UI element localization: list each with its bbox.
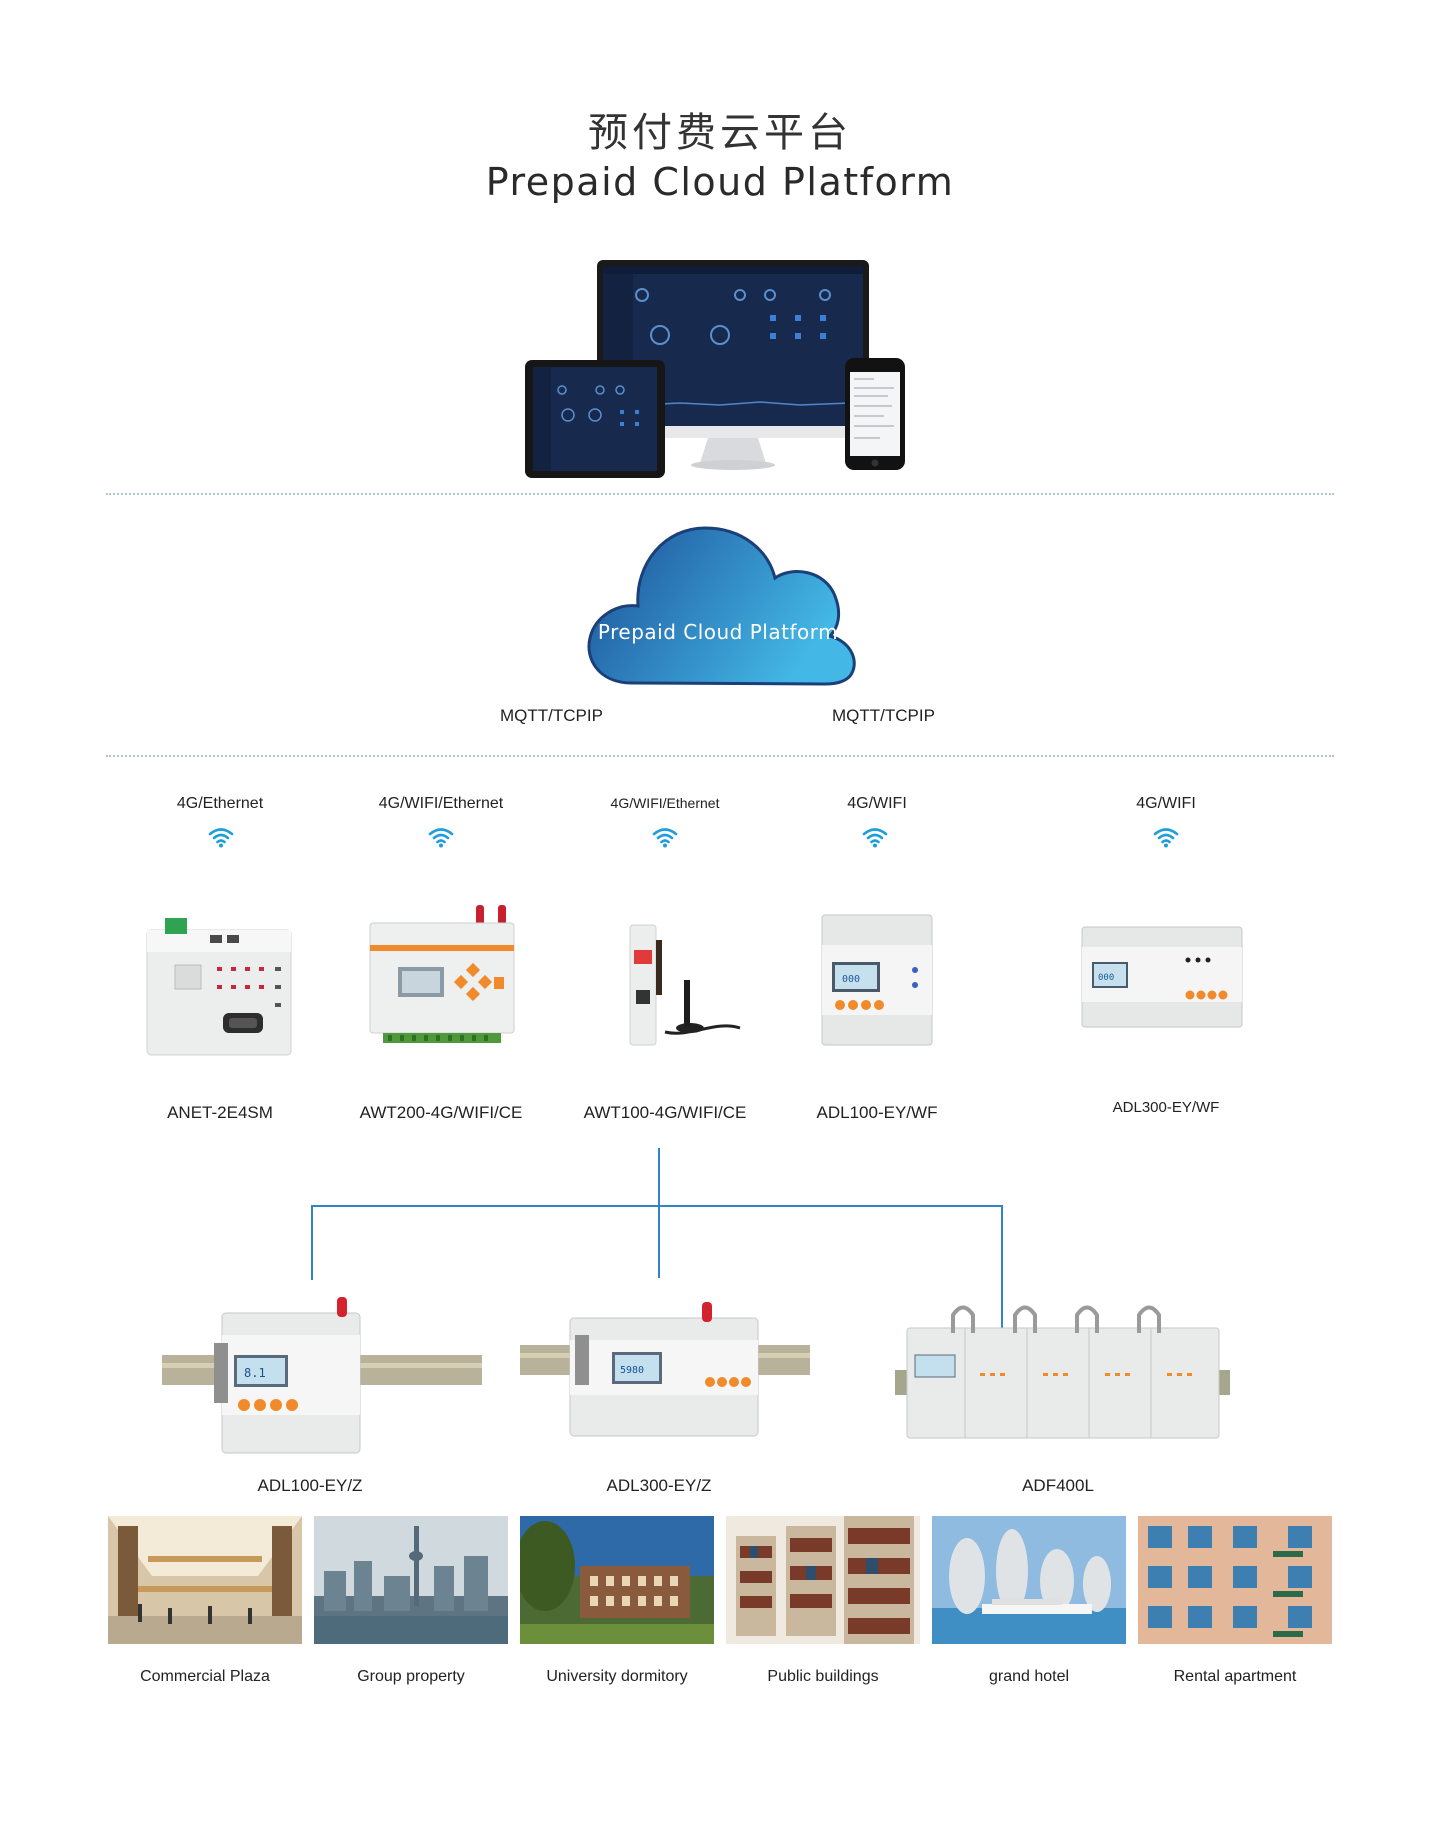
gateway-device-adl300: 000 bbox=[1081, 926, 1243, 1028]
gateway-model-label: ADL100-EY/WF bbox=[816, 1103, 938, 1122]
phone-icon bbox=[845, 358, 905, 470]
wifi-icon bbox=[1153, 828, 1179, 848]
gateway-connectivity: 4G/Ethernet bbox=[176, 795, 264, 812]
page-title-cn: 预付费云平台 bbox=[588, 110, 852, 156]
meter-device-adl300-ey-z: 5980 bbox=[520, 1302, 810, 1437]
protocol-label-right: MQTT/TCPIP bbox=[832, 706, 935, 725]
svg-text:5980: 5980 bbox=[620, 1365, 644, 1376]
connector-drop bbox=[1001, 1205, 1003, 1335]
connector-trunk bbox=[658, 1148, 660, 1278]
gateway-device-awt100 bbox=[629, 924, 741, 1046]
meter-device-adf400l bbox=[895, 1305, 1230, 1439]
tablet-icon bbox=[525, 360, 665, 478]
scenario-label: Group property bbox=[357, 1668, 465, 1685]
gateway-model-label: ANET-2E4SM bbox=[167, 1103, 273, 1122]
scenario-image-rental-apartment bbox=[1138, 1516, 1332, 1644]
scenario-image-university-dormitory bbox=[520, 1516, 714, 1644]
gateway-model-label: AWT200-4G/WIFI/CE bbox=[359, 1103, 523, 1122]
gateway-model-label: AWT100-4G/WIFI/CE bbox=[583, 1103, 747, 1122]
meter-model-label: ADL300-EY/Z bbox=[606, 1476, 712, 1495]
scenario-image-public-buildings bbox=[726, 1516, 920, 1644]
meter-model-label: ADL100-EY/Z bbox=[257, 1476, 363, 1495]
connector-drop bbox=[311, 1205, 313, 1280]
connector-bus bbox=[311, 1205, 1003, 1207]
scenario-label: grand hotel bbox=[988, 1668, 1070, 1685]
scenario-label: University dormitory bbox=[546, 1668, 688, 1685]
devices-illustration bbox=[525, 260, 905, 478]
gateway-device-adl100: 000 bbox=[821, 914, 933, 1046]
gateway-device-anet bbox=[146, 918, 292, 1056]
svg-text:000: 000 bbox=[842, 974, 860, 985]
scenario-image-group-property bbox=[314, 1516, 508, 1644]
gateway-device-awt200 bbox=[369, 905, 515, 1043]
gateway-connectivity: 4G/WIFI bbox=[847, 795, 907, 812]
separator-top bbox=[106, 493, 1334, 495]
wifi-icon bbox=[862, 828, 888, 848]
cloud-icon bbox=[587, 526, 856, 686]
gateway-connectivity: 4G/WIFI bbox=[1136, 795, 1196, 812]
wifi-icon bbox=[428, 828, 454, 848]
meter-device-adl100-ey-z: 8.1 bbox=[162, 1297, 482, 1454]
scenario-label: Rental apartment bbox=[1173, 1668, 1297, 1685]
protocol-label-left: MQTT/TCPIP bbox=[500, 706, 603, 725]
svg-text:000: 000 bbox=[1098, 973, 1114, 983]
cloud-label: Prepaid Cloud Platform bbox=[597, 620, 839, 644]
scenario-label: Commercial Plaza bbox=[140, 1668, 270, 1685]
scenario-image-grand-hotel bbox=[932, 1516, 1126, 1644]
page-title-en: Prepaid Cloud Platform bbox=[485, 160, 955, 204]
svg-text:8.1: 8.1 bbox=[244, 1366, 266, 1380]
wifi-icon bbox=[652, 828, 678, 848]
wifi-icon bbox=[208, 828, 234, 848]
separator-middle bbox=[106, 755, 1334, 757]
gateway-model-label: ADL300-EY/WF bbox=[1112, 1099, 1220, 1116]
meter-model-label: ADF400L bbox=[1022, 1476, 1094, 1495]
scenario-image-commercial-plaza bbox=[108, 1516, 302, 1644]
scenario-label: Public buildings bbox=[767, 1668, 879, 1685]
gateway-connectivity: 4G/WIFI/Ethernet bbox=[378, 795, 504, 812]
gateway-connectivity: 4G/WIFI/Ethernet bbox=[610, 795, 720, 811]
